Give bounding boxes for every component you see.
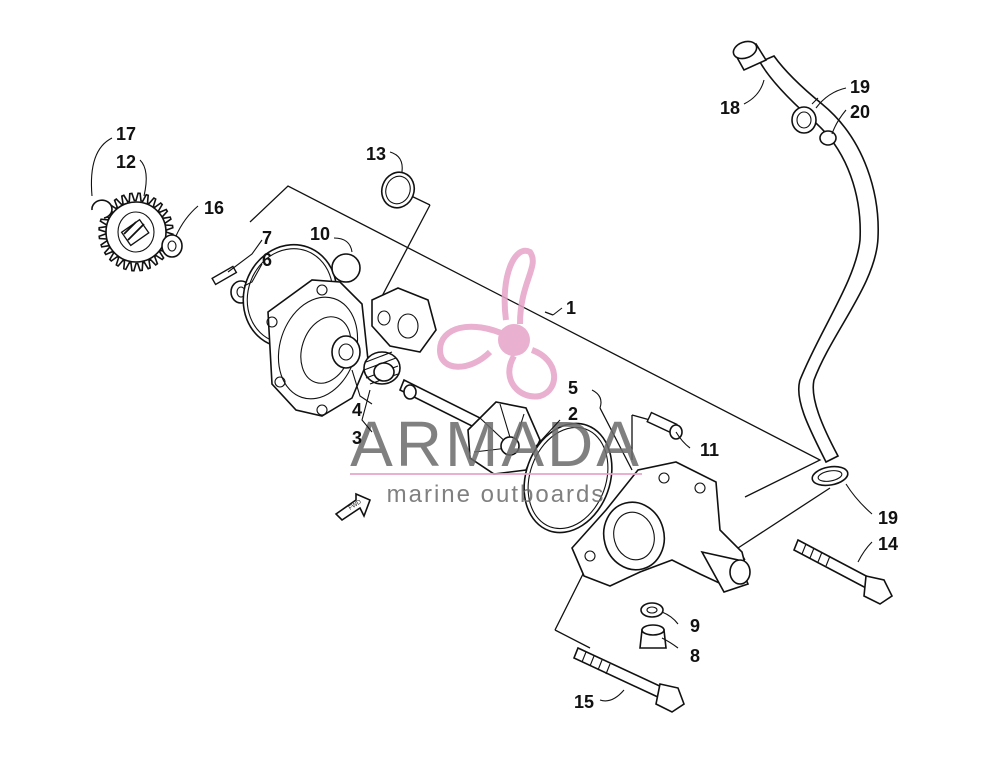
callout-14: 14 <box>878 534 898 554</box>
callout-4: 4 <box>352 400 362 420</box>
callout-7: 7 <box>262 228 272 248</box>
callout-19-bottom: 19 <box>878 508 898 528</box>
bolt-14 <box>792 538 894 605</box>
callouts: 1 2 3 4 5 6 7 8 9 10 11 12 13 14 15 16 1… <box>116 77 898 712</box>
propeller-logo <box>436 247 558 400</box>
callout-3: 3 <box>352 428 362 448</box>
coolant-hose <box>732 40 879 464</box>
callout-6: 6 <box>262 250 272 270</box>
callout-19-top: 19 <box>850 77 870 97</box>
callout-1: 1 <box>566 298 576 318</box>
callout-17: 17 <box>116 124 136 144</box>
washer-16 <box>161 234 183 258</box>
callout-10: 10 <box>310 224 330 244</box>
hose-clamp-19-bottom <box>811 465 849 487</box>
bolt-11 <box>646 411 683 440</box>
hose-clamp-19-top <box>791 97 819 134</box>
watermark-brand: ARMADA <box>350 408 642 480</box>
callout-9: 9 <box>690 616 700 636</box>
callout-13: 13 <box>366 144 386 164</box>
callout-20: 20 <box>850 102 870 122</box>
leader-lines <box>90 79 873 702</box>
o-ring-13 <box>380 171 416 209</box>
drive-gear <box>98 192 174 272</box>
bolt-15 <box>572 646 685 713</box>
watermark-tagline: marine outboards <box>387 481 606 508</box>
mechanical-seal <box>363 351 401 385</box>
o-ring-5 <box>523 422 613 534</box>
callout-18: 18 <box>720 98 740 118</box>
drain-plug-8 <box>639 624 667 649</box>
callout-8: 8 <box>690 646 700 666</box>
pump-housing <box>266 279 437 417</box>
callout-11: 11 <box>700 440 719 460</box>
callout-15: 15 <box>574 692 594 712</box>
callout-5: 5 <box>568 378 578 398</box>
washer-9 <box>640 602 664 618</box>
impeller <box>467 401 541 475</box>
watermark: ARMADA marine outboards <box>350 247 642 508</box>
callout-12: 12 <box>116 152 136 172</box>
direction-arrow: FWD <box>334 492 372 522</box>
washer-20 <box>819 130 837 146</box>
circlip <box>91 199 113 219</box>
pump-cover <box>571 461 751 593</box>
callout-2: 2 <box>568 404 578 424</box>
callout-16: 16 <box>204 198 224 218</box>
